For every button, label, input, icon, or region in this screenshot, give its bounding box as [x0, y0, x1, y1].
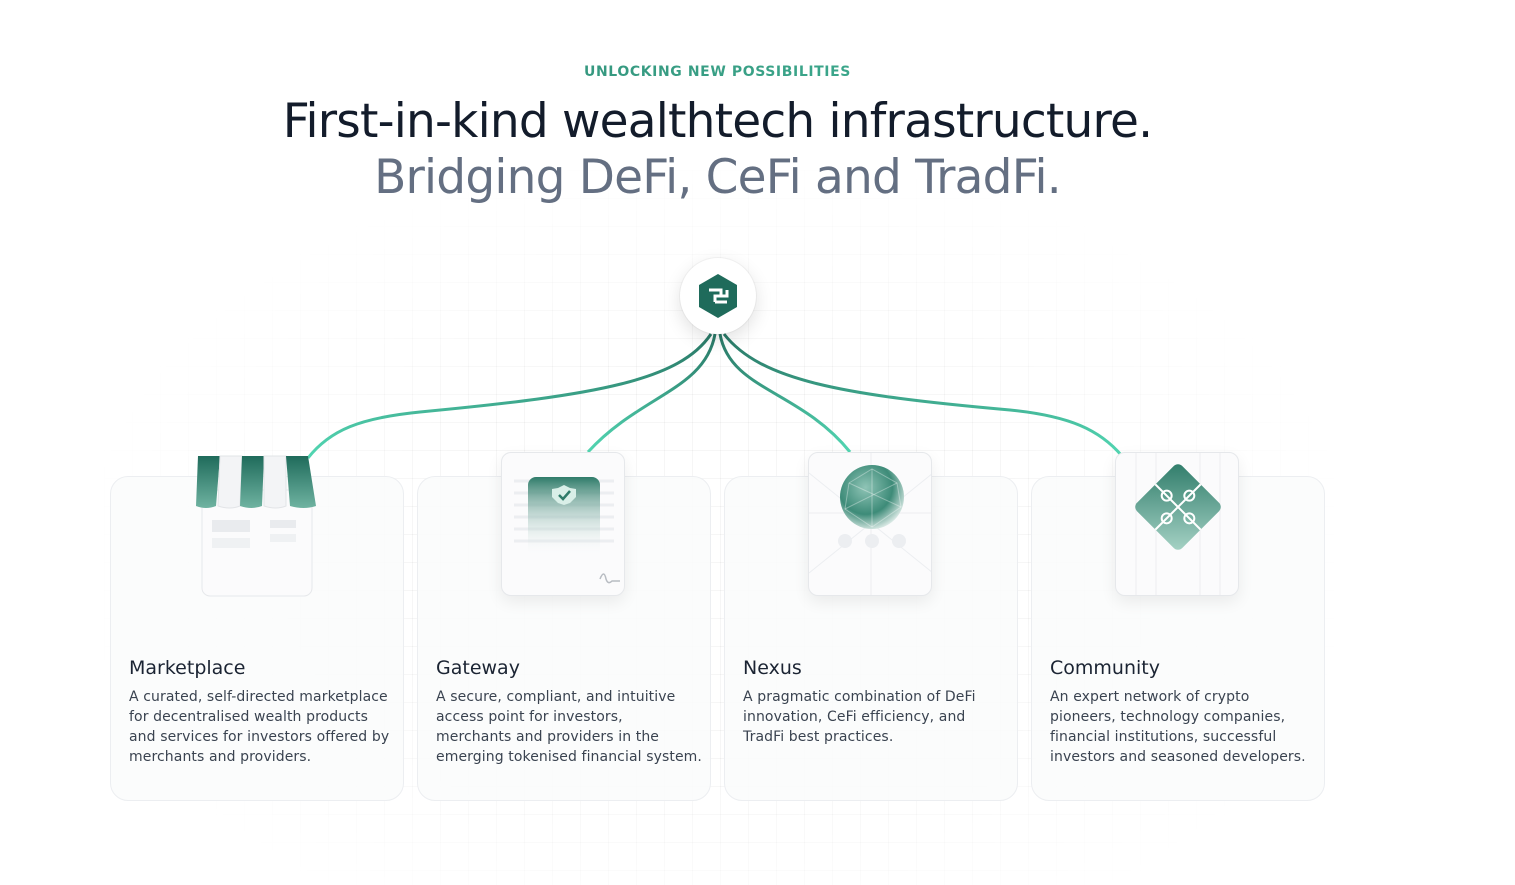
card-description: An expert network of crypto pioneers, te… — [1050, 689, 1306, 765]
section-headline: First-in-kind wealthtech infrastructure.… — [0, 94, 1435, 206]
nexus-tile — [808, 452, 932, 596]
brand-logo-icon — [699, 274, 737, 318]
card-description: A secure, compliant, and intuitive acces… — [436, 689, 702, 765]
hub-logo — [680, 258, 756, 334]
card-community[interactable]: Community An expert network of crypto pi… — [1031, 476, 1325, 801]
puzzle-pieces-icon — [1135, 453, 1221, 595]
headline-line-1: First-in-kind wealthtech infrastructure. — [282, 94, 1153, 149]
community-tile — [1115, 452, 1239, 596]
network-sphere-icon — [809, 453, 931, 595]
section-eyebrow: UNLOCKING NEW POSSIBILITIES — [0, 64, 1435, 80]
card-title: Nexus — [743, 657, 802, 679]
certified-document-icon — [514, 477, 620, 584]
card-description: A pragmatic combination of DeFi innovati… — [743, 689, 976, 745]
card-title: Gateway — [436, 657, 520, 679]
headline-line-2: Bridging DeFi, CeFi and TradFi. — [374, 150, 1062, 205]
card-description: A curated, self-directed marketplace for… — [129, 689, 390, 765]
gateway-tile — [501, 452, 625, 596]
card-title: Community — [1050, 657, 1160, 679]
card-title: Marketplace — [129, 657, 246, 679]
storefront-icon — [196, 455, 316, 597]
